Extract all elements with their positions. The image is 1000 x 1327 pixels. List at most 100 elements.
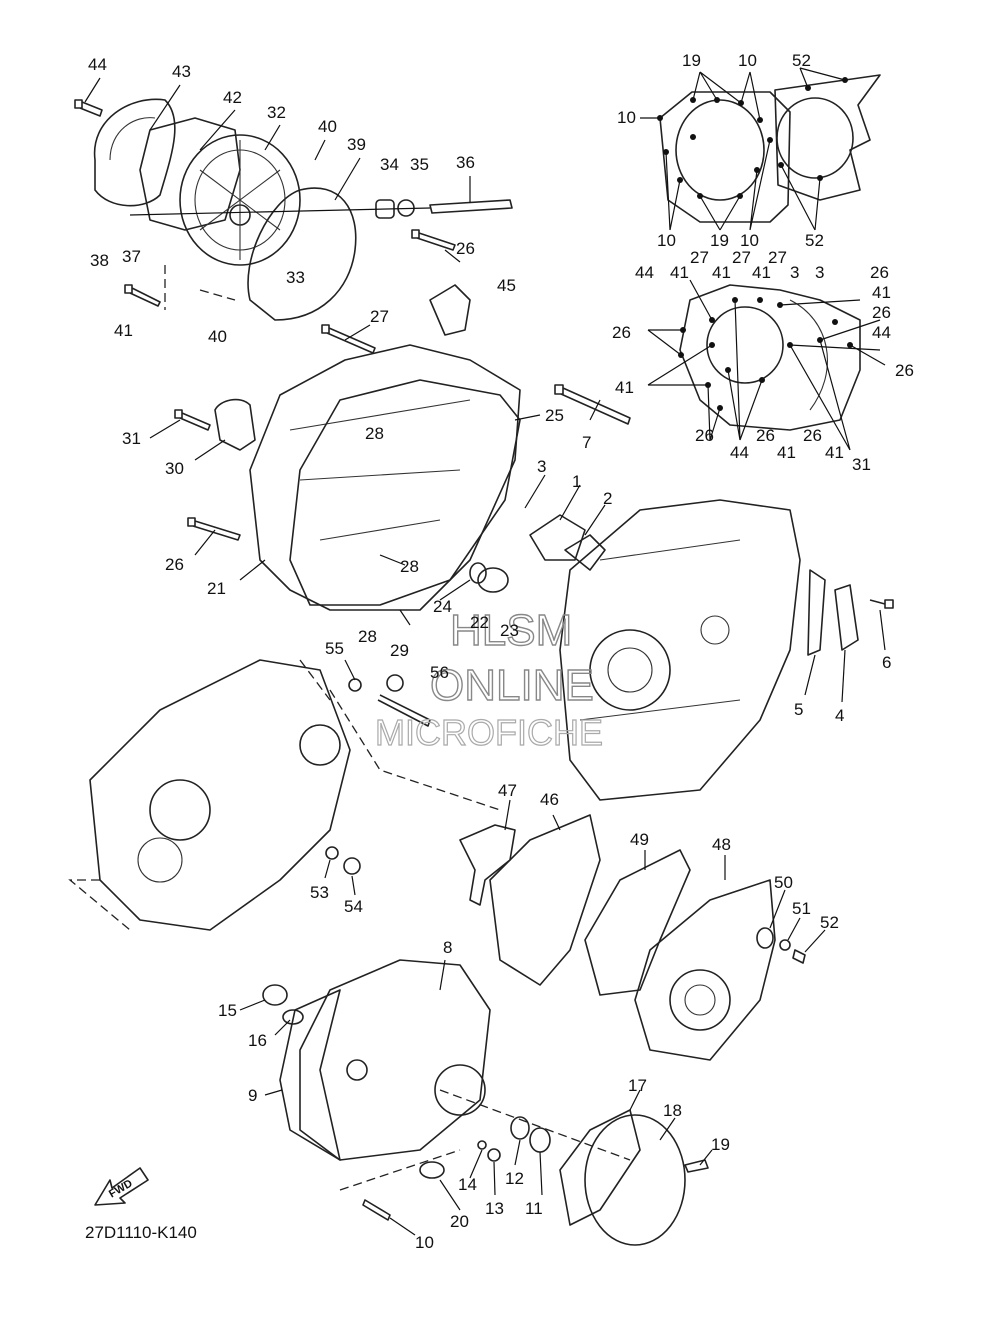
callout: 52	[805, 231, 824, 250]
callout: 7	[582, 433, 591, 452]
callout: 30	[165, 459, 184, 478]
callout: 31	[852, 455, 871, 474]
dashed-guide-1	[164, 265, 236, 310]
callout: 44	[872, 323, 891, 342]
callout: 1	[572, 472, 581, 491]
bolt-7	[554, 384, 631, 425]
right-crankcase	[559, 499, 801, 801]
bolt-31	[174, 409, 211, 431]
callout: 41	[825, 443, 844, 462]
callout: 44	[730, 443, 749, 462]
callout: 45	[497, 276, 516, 295]
callout: 19	[711, 1135, 730, 1154]
bolt-pattern-diagram-top	[640, 67, 881, 231]
callout: 41	[752, 263, 771, 282]
callout: 51	[792, 899, 811, 918]
callout: 18	[663, 1101, 682, 1120]
callout: 32	[267, 103, 286, 122]
callout: 26	[803, 426, 822, 445]
callout: 33	[286, 268, 305, 287]
callout: 10	[740, 231, 759, 250]
callout: 37	[122, 247, 141, 266]
small-parts-11-14-20	[419, 1116, 551, 1179]
callout: 50	[774, 873, 793, 892]
callout: 15	[218, 1001, 237, 1020]
callout: 39	[347, 135, 366, 154]
bolt-19-bottom	[684, 1159, 709, 1173]
seal-plate-22-24	[469, 562, 509, 593]
crankcase-cover-8	[299, 959, 491, 1161]
callout: 36	[456, 153, 475, 172]
fwd-arrow	[94, 1167, 149, 1206]
axis-line-shaft	[129, 207, 431, 216]
callout: 54	[344, 897, 363, 916]
callout: 26	[872, 303, 891, 322]
callout: 42	[223, 88, 242, 107]
seal-53-54	[325, 846, 361, 875]
callout: 46	[540, 790, 559, 809]
grommet-50-51-bolt-52	[756, 927, 806, 964]
bolt-26-top	[411, 229, 456, 251]
shift-fork-47	[459, 824, 516, 906]
crankcase-cover-21	[249, 344, 521, 611]
callout: 52	[792, 51, 811, 70]
callout: 4	[835, 706, 844, 725]
callout: 10	[657, 231, 676, 250]
callout: 16	[248, 1031, 267, 1050]
callout: 49	[630, 830, 649, 849]
callout: 56	[430, 663, 449, 682]
bracket-30	[214, 398, 256, 451]
housing-32	[179, 134, 301, 266]
callout: 10	[738, 51, 757, 70]
diagram-code: 27D1110-K140	[85, 1223, 197, 1242]
callout: 27	[690, 248, 709, 267]
callout: 31	[122, 429, 141, 448]
callout: 5	[794, 700, 803, 719]
callout: 19	[682, 51, 701, 70]
callout: 48	[712, 835, 731, 854]
callout: 27	[732, 248, 751, 267]
callout: 6	[882, 653, 891, 672]
cover-48	[634, 879, 776, 1061]
callout: 13	[485, 1199, 504, 1218]
callout: 26	[895, 361, 914, 380]
gasket-25	[289, 379, 521, 606]
callout: 26	[165, 555, 184, 574]
cover-49	[584, 849, 691, 996]
callout: 10	[617, 108, 636, 127]
callout: 8	[443, 938, 452, 957]
callout: 14	[458, 1175, 477, 1194]
cover-46	[489, 814, 601, 986]
svg-text:MICROFICHE: MICROFICHE	[375, 712, 603, 753]
bolt-55-56	[348, 674, 431, 727]
callout: 12	[505, 1169, 524, 1188]
callout: 34	[380, 155, 399, 174]
gasket-43	[93, 98, 176, 207]
callout: 28	[400, 557, 419, 576]
callout: 21	[207, 579, 226, 598]
callout: 38	[90, 251, 109, 270]
left-crankcase	[89, 659, 351, 931]
callout: 40	[208, 327, 227, 346]
callout: 3	[815, 263, 824, 282]
bolt-44	[74, 99, 103, 117]
callout: 3	[537, 457, 546, 476]
callout: 26	[456, 239, 475, 258]
callout: 41	[670, 263, 689, 282]
callout: 25	[545, 406, 564, 425]
bracket-1-2	[529, 514, 606, 571]
dashed-guide-2	[68, 659, 501, 931]
bolt-26-left	[187, 517, 241, 541]
svg-text:HLSM: HLSM	[450, 606, 572, 655]
bolt-pattern-diagram-middle	[647, 279, 886, 451]
bolt-41-left	[124, 284, 161, 307]
callout-labels: 44 43 42 32 40 39 34 35 36 38 37 33 41 4…	[85, 51, 914, 1252]
callout: 28	[358, 627, 377, 646]
callout: 9	[248, 1086, 257, 1105]
callout: 41	[615, 378, 634, 397]
callout: 41	[712, 263, 731, 282]
bolt-6	[869, 599, 894, 609]
callout: 3	[790, 263, 799, 282]
callout: 40	[318, 117, 337, 136]
callout: 2	[603, 489, 612, 508]
